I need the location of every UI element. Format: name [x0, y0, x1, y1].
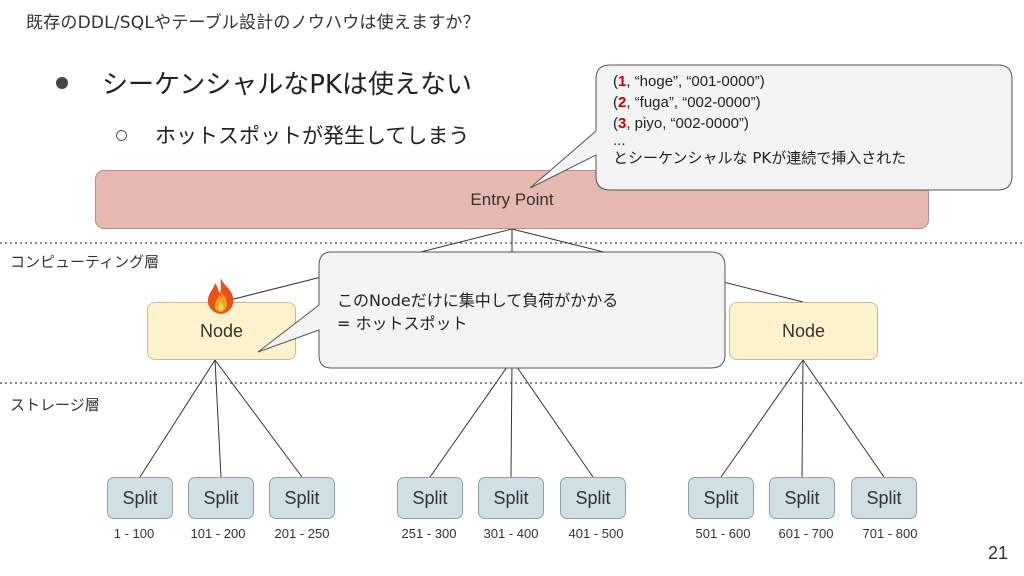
page-number: 21 [988, 543, 1009, 563]
insert-ellipsis: ... [613, 132, 626, 149]
node-right-to-split-7 [720, 359, 804, 478]
insert-row-key: 1 [618, 73, 627, 90]
node-left-to-split-2 [214, 359, 222, 478]
split-6: Split [560, 477, 626, 519]
hotspot-callout-line-1: このNodeだけに集中して負荷がかかる [337, 291, 619, 310]
insert-callout-bubble [529, 64, 1013, 191]
node-center-to-split-5 [510, 359, 513, 478]
split-4: Split [397, 477, 463, 519]
split-1: Split [107, 477, 173, 519]
node-left-to-split-3 [214, 359, 303, 478]
node-center-to-split-4 [429, 359, 513, 478]
fire-icon [207, 278, 234, 314]
insert-row-key: 2 [618, 94, 627, 111]
node-left-to-split-1 [139, 359, 216, 478]
sub-bullet-text: ホットスポットが発生してしまう [155, 124, 470, 148]
sub-bullet-point: ホットスポットが発生してしまう [116, 120, 469, 150]
insert-callout-text: (1, “hoge”, “001-0000”) (2, “fuga”, “002… [613, 71, 906, 169]
split-8-range: 601 - 700 [778, 526, 834, 541]
bullet-text: シーケンシャルなPKは使えない [102, 70, 472, 100]
split-1-range: 1 - 100 [113, 526, 155, 541]
hotspot-callout-text: このNodeだけに集中して負荷がかかる = ホットスポット [337, 289, 618, 335]
split-9: Split [851, 477, 917, 519]
insert-caption: とシーケンシャルな PKが連続で挿入された [613, 149, 907, 167]
node-right-to-split-8 [801, 359, 804, 478]
slide-title: 既存のDDL/SQLやテーブル設計のノウハウは使えますか？ [26, 13, 480, 33]
split-4-range: 251 - 300 [401, 526, 457, 541]
split-3-range: 201 - 250 [274, 526, 330, 541]
compute-layer-label: コンピューティング層 [10, 253, 160, 271]
insert-row: (1, “hoge”, “001-0000”) [613, 73, 765, 90]
split-8: Split [769, 477, 835, 519]
split-3: Split [269, 477, 335, 519]
storage-layer-label: ストレージ層 [10, 396, 100, 414]
split-9-range: 701 - 800 [862, 526, 918, 541]
insert-row: (2, “fuga”, “002-0000”) [613, 94, 761, 111]
split-7-range: 501 - 600 [695, 526, 751, 541]
hotspot-callout-line-2: = ホットスポット [337, 314, 468, 333]
node-right: Node [729, 302, 878, 360]
hotspot-callout-bubble [257, 251, 726, 369]
split-2-range: 101 - 200 [190, 526, 246, 541]
insert-row-key: 3 [618, 115, 627, 132]
split-5-range: 301 - 400 [483, 526, 539, 541]
split-5: Split [478, 477, 544, 519]
bullet-dot-icon [56, 76, 68, 89]
bullet-point: シーケンシャルなPKは使えない [56, 64, 472, 101]
node-right-to-split-9 [802, 359, 885, 478]
sub-bullet-ring-icon [116, 129, 127, 141]
split-6-range: 401 - 500 [568, 526, 624, 541]
split-7: Split [688, 477, 754, 519]
split-2: Split [188, 477, 254, 519]
insert-row: (3, piyo, “002-0000”) [613, 115, 749, 132]
node-center-to-split-6 [511, 359, 594, 478]
